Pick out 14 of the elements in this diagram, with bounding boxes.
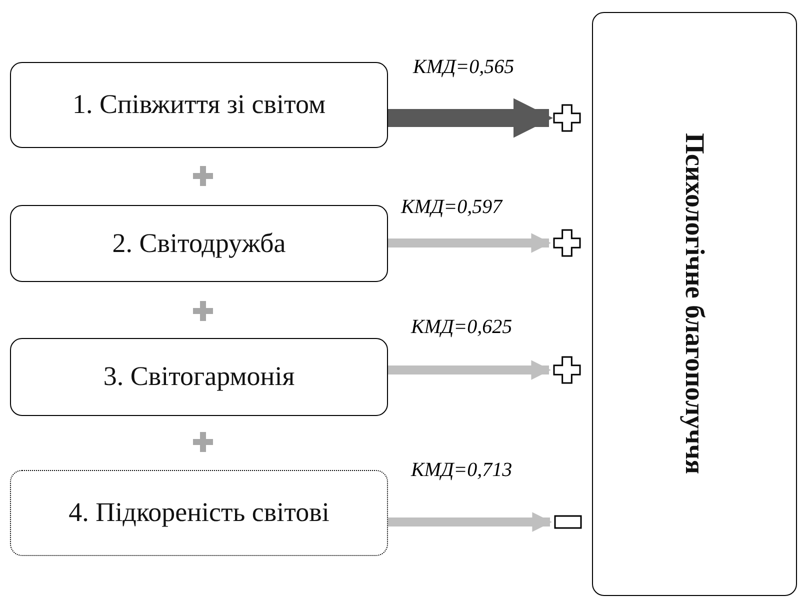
box-text: 1. Співжиття зі світом bbox=[72, 89, 326, 121]
process-box bbox=[592, 12, 797, 596]
arrow bbox=[388, 233, 551, 253]
box-text: 4. Підкореність світові bbox=[68, 497, 330, 529]
box-text: 3. Світогармонія bbox=[103, 361, 295, 393]
process-box bbox=[10, 205, 388, 282]
process-box bbox=[10, 470, 388, 556]
box-text: 2. Світодружба bbox=[112, 228, 286, 260]
process-box bbox=[10, 338, 388, 416]
box-text: Психологічне благополуччя bbox=[679, 133, 710, 475]
process-box bbox=[10, 62, 388, 148]
arrow bbox=[388, 360, 551, 380]
arrow bbox=[388, 512, 552, 532]
arrow bbox=[388, 98, 553, 138]
